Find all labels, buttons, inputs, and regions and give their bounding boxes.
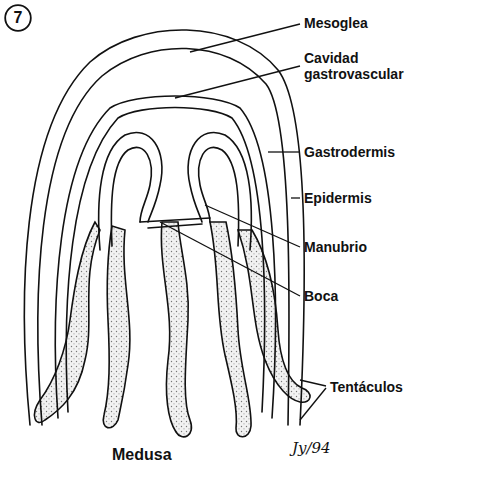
part-label: Manubrio: [304, 239, 367, 255]
callout-circle: 7: [4, 4, 32, 32]
part-label: Gastrodermis: [304, 144, 395, 160]
part-label: Boca: [304, 288, 338, 304]
part-label: Cavidad gastrovascular: [304, 50, 434, 82]
part-label: Epidermis: [304, 190, 372, 206]
part-label: Mesoglea: [304, 15, 368, 31]
figure-name: Medusa: [112, 446, 172, 464]
signature: Jy/94: [292, 440, 331, 457]
part-label: Tentáculos: [330, 379, 403, 395]
callout-number: 7: [14, 9, 23, 27]
